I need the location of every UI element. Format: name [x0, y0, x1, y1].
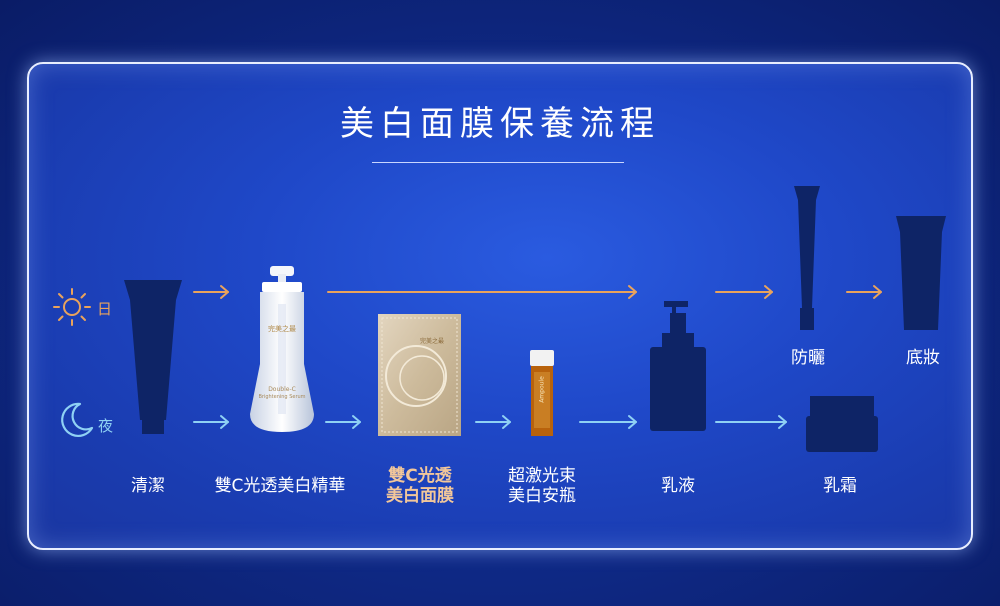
night-label: 夜	[98, 417, 114, 435]
serum-name: Double-C	[268, 386, 296, 393]
foundation-label: 底妝	[906, 348, 940, 368]
day-arrow-3	[715, 285, 773, 299]
step-serum-label: 雙C光透美白精華	[214, 476, 346, 496]
mask-sachet-image	[378, 314, 461, 436]
lotion-pump-image	[650, 301, 706, 431]
night-arrow-5	[715, 415, 787, 429]
page-title: 美白面膜保養流程	[340, 104, 660, 144]
cream-jar-image	[806, 396, 878, 452]
routine-panel	[27, 62, 973, 550]
day-arrow-1	[193, 285, 229, 299]
step-mask-label: 雙C光透 美白面膜	[372, 466, 468, 506]
serum-logo: 完美之最	[268, 325, 296, 333]
night-arrow-1	[193, 415, 229, 429]
title-divider	[372, 162, 624, 163]
step-mask-line2: 美白面膜	[386, 486, 454, 506]
day-label: 日	[97, 300, 113, 318]
step-ampoule-line1: 超激光束	[508, 466, 576, 486]
ampoule-image	[530, 350, 554, 436]
sunscreen-label: 防曬	[791, 348, 825, 368]
ampoule-label: Ampoule	[538, 376, 546, 403]
cleanser-tube-image	[124, 280, 182, 434]
serum-subname: Brightening Serum	[258, 394, 306, 400]
step-mask-line1: 雙C光透	[388, 466, 452, 486]
moon-icon	[61, 402, 94, 437]
mask-logo: 完美之最	[419, 338, 444, 345]
step-ampoule-line2: 美白安瓶	[508, 486, 576, 506]
sunscreen-tube-image	[794, 186, 820, 330]
step-ampoule-label: 超激光束 美白安瓶	[494, 466, 590, 506]
night-arrow-2	[325, 415, 361, 429]
day-arrow-2	[327, 285, 637, 299]
foundation-tube-image	[896, 216, 946, 330]
step-lotion-label: 乳液	[661, 476, 695, 496]
step-cream-label: 乳霜	[823, 476, 857, 496]
serum-bottle-image	[250, 266, 314, 432]
day-arrow-4	[846, 285, 882, 299]
night-arrow-3	[475, 415, 511, 429]
step-cleanse-label: 清潔	[131, 476, 165, 496]
night-arrow-4	[579, 415, 637, 429]
sun-icon	[53, 288, 91, 326]
